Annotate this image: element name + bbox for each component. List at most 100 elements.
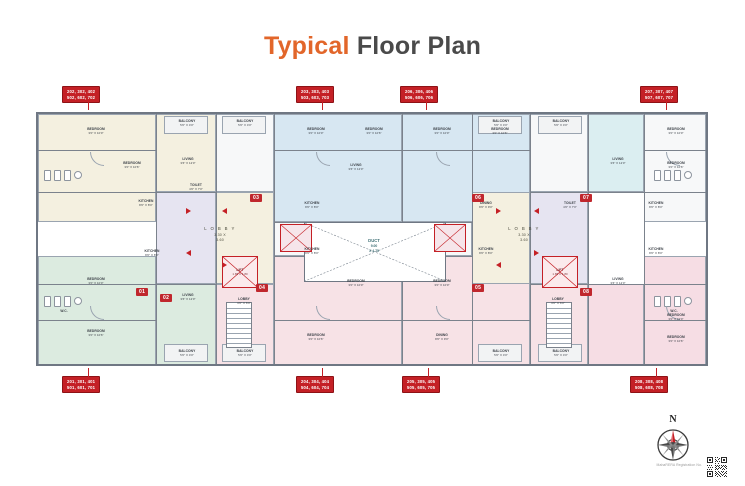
lobby-left-dim2: 3.60 — [216, 238, 224, 242]
flat-plate-bottom-left[interactable]: 201, 301, 401 501, 601, 701 — [62, 376, 101, 394]
entry-arrow-8 — [496, 262, 501, 268]
fixture-wc-3 — [64, 296, 71, 307]
room-dim: 8'0" X 8'0" — [649, 250, 663, 255]
stair-right — [546, 302, 572, 348]
unit-badge-06[interactable]: 06 — [472, 194, 485, 202]
room-name: BALCONY — [236, 119, 254, 123]
room-label-balcony-4: BALCONY 5'0" X 4'0" — [222, 119, 268, 127]
partition-8 — [644, 114, 645, 364]
unit-badge-04[interactable]: 04 — [256, 284, 269, 292]
room-dim: 8'0" X 9'0" — [435, 336, 449, 341]
plate-line-1: 208, 308, 408 — [635, 379, 664, 385]
plate-line-2: 503, 603, 703 — [301, 94, 330, 100]
unit-badge-03[interactable]: 03 — [250, 194, 263, 202]
lift-right-2 — [434, 224, 466, 252]
room-dim: 5'0" X 4'0" — [180, 122, 194, 127]
room-label-balcony-5: BALCONY 5'0" X 4'0" — [478, 119, 524, 127]
leader-bottom-midleft — [322, 368, 323, 377]
room-dim: 8'0" X 8'0" — [649, 204, 663, 209]
fixture-wc-7 — [654, 296, 661, 307]
partition-h1 — [38, 192, 216, 193]
room-dim: 8'0" X 8'0" — [305, 250, 319, 255]
room-dim: 8'0" X 9'0" — [479, 204, 493, 209]
room-label-bedroom-12: BEDROOM 3'0" X 10'0" — [646, 127, 706, 135]
partition-7 — [588, 114, 589, 364]
room-dim: 5'0" X 4'0" — [554, 352, 568, 357]
leader-top-right — [666, 100, 667, 110]
fixture-wc-11 — [664, 170, 671, 181]
flat-plate-top-midleft[interactable]: 203, 303, 403 503, 603, 703 — [296, 86, 335, 104]
lift-right-1 — [542, 256, 578, 288]
fixture-basin-3 — [684, 297, 692, 305]
flat-plate-bottom-right[interactable]: 208, 308, 408 508, 608, 708 — [630, 376, 669, 394]
partition-h7 — [38, 150, 156, 151]
leader-bottom-left — [88, 368, 89, 377]
lobby-left-label: L O B B Y — [204, 226, 236, 231]
entry-arrow-4 — [222, 262, 227, 268]
fixture-basin-1 — [74, 297, 82, 305]
room-dim: 5'0" X 4'0" — [494, 122, 508, 127]
unit-badge-08[interactable]: 08 — [580, 288, 593, 296]
lobby-left-dim1: 3.30 X — [214, 233, 226, 237]
plate-line-1: 203, 303, 403 — [301, 89, 330, 95]
room-dim: 3'6" X 12'0" — [180, 296, 196, 301]
partition-2 — [216, 114, 217, 364]
fixture-basin-4 — [684, 171, 692, 179]
partition-h11 — [274, 150, 402, 151]
partition-3 — [274, 114, 275, 364]
room-label-balcony-8: BALCONY 5'0" X 4'0" — [538, 349, 584, 357]
room-label-living-2: LIVING 3'6" X 12'0" — [164, 293, 212, 301]
title-main: Floor Plan — [356, 32, 482, 60]
partition-h12 — [402, 150, 530, 151]
plate-line-1: 204, 304, 404 — [301, 379, 330, 385]
qr-code-icon — [706, 456, 728, 478]
room-dim: 3'0" X 10'6" — [668, 164, 684, 169]
unit-badge-05[interactable]: 05 — [472, 284, 485, 292]
room-name: BALCONY — [552, 119, 570, 123]
room-name: DINING — [480, 201, 492, 205]
room-name: BALCONY — [178, 119, 196, 123]
room-dim: 3'0" X 6'0" — [551, 300, 565, 305]
plate-line-2: 502, 602, 702 — [67, 94, 96, 100]
unit-badge-01[interactable]: 01 — [136, 288, 149, 296]
entry-arrow-5 — [534, 208, 539, 214]
room-name: TOILET — [190, 183, 202, 187]
plate-line-1: 202, 302, 402 — [67, 89, 96, 95]
room-label-bedroom-9: BEDROOM 3'0" X 10'0" — [412, 127, 472, 135]
unit-badge-07[interactable]: 07 — [580, 194, 593, 202]
room-name: BALCONY — [492, 119, 510, 123]
duct-diagonals — [305, 223, 445, 281]
flat-plate-top-right[interactable]: 207, 307, 407 507, 607, 707 — [640, 86, 679, 104]
room-name: TOILET — [564, 201, 576, 205]
partition-1 — [156, 114, 157, 364]
lift-right-1-name: LIFT — [556, 268, 564, 272]
room-dim: 5'0" X 4'0" — [238, 122, 252, 127]
room-label-bedroom-3: BEDROOM 3'0" X 10'0" — [66, 277, 126, 285]
room-dim: 3'6" X 12'0" — [610, 280, 626, 285]
flat-plate-top-left[interactable]: 202, 302, 402 502, 602, 702 — [62, 86, 101, 104]
room-label-kitchen-6: KITCHEN 8'0" X 8'0" — [626, 201, 686, 209]
room-name: LIVING — [182, 157, 194, 161]
flat-plate-bottom-midright[interactable]: 205, 305, 405 505, 605, 705 — [402, 376, 441, 394]
zone-unit-07-b — [588, 114, 644, 192]
lift-left-1 — [222, 256, 258, 288]
flat-plate-top-midright[interactable]: 206, 306, 406 506, 606, 706 — [400, 86, 439, 104]
entry-arrow-1 — [186, 208, 191, 214]
lift-left-2-diagonals — [281, 225, 311, 251]
flat-plate-bottom-midleft[interactable]: 204, 304, 404 504, 604, 704 — [296, 376, 335, 394]
room-label-balcony-6: BALCONY 5'0" X 4'0" — [538, 119, 584, 127]
unit-badge-02[interactable]: 02 — [160, 294, 173, 302]
plate-line-2: 504, 604, 704 — [301, 384, 330, 390]
room-label-lobby-small-1: LOBBY 3'0" X 6'0" — [222, 297, 266, 305]
room-label-kitchen-7: KITCHEN 8'0" X 8'0" — [626, 247, 686, 255]
partition-h13 — [274, 320, 402, 321]
room-dim: 5'0" X 4'0" — [494, 352, 508, 357]
room-name: BEDROOM — [347, 279, 365, 283]
room-dim: 3'0" X 10'6" — [366, 130, 382, 135]
room-dim: 3'0" X 10'0" — [668, 130, 684, 135]
partition-h8 — [38, 320, 156, 321]
partition-h14 — [402, 320, 530, 321]
room-name: BEDROOM — [365, 127, 383, 131]
room-label-kitchen-2: KITCHEN 8'0" X 8'0" — [122, 249, 182, 257]
